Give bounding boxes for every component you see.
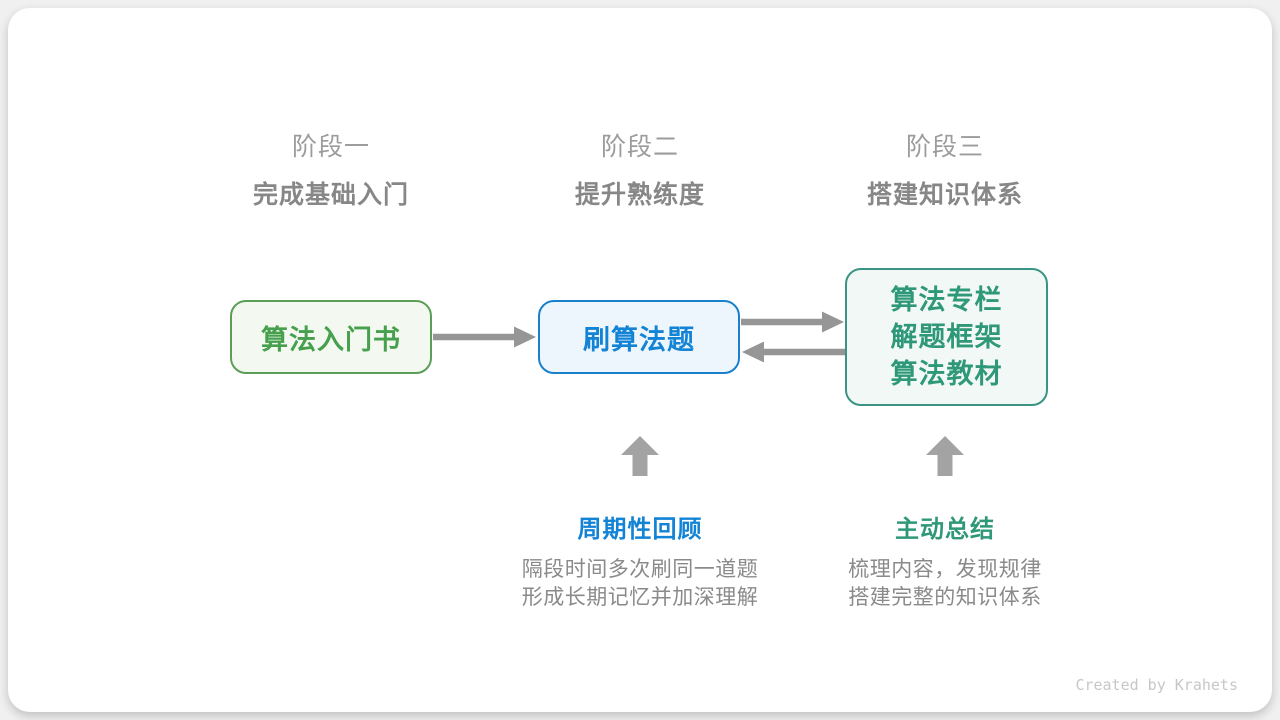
review-description-line-2: 形成长期记忆并加深理解 [521, 586, 759, 609]
review-title: 周期性回顾 [577, 516, 703, 543]
stage-3-label: 阶段三 [905, 133, 984, 161]
node-knowledge-line-3: 算法教材 [890, 358, 1003, 389]
node-knowledge-line-1: 算法专栏 [890, 284, 1003, 315]
flow-arrow-right-icon [433, 326, 536, 348]
stage-1-title: 完成基础入门 [252, 181, 409, 209]
node-intro-book-label: 算法入门书 [261, 324, 401, 355]
stage-2-label: 阶段二 [600, 133, 679, 161]
review-description: 隔段时间多次刷同一道题 形成长期记忆并加深理解 [490, 556, 790, 612]
summary-title: 主动总结 [895, 516, 995, 543]
summary-description-line-1: 梳理内容，发现规律 [848, 558, 1042, 581]
watermark-credit: Created by Krahets [1075, 676, 1238, 694]
summary-description: 梳理内容，发现规律 搭建完整的知识体系 [795, 556, 1095, 612]
flow-arrow-right-icon [741, 311, 844, 333]
node-intro-book: 算法入门书 [230, 300, 432, 374]
stage-3-title: 搭建知识体系 [866, 181, 1023, 209]
block-arrow-up-icon [926, 436, 964, 476]
stage-1-label: 阶段一 [291, 133, 370, 161]
node-practice: 刷算法题 [538, 300, 740, 374]
summary-description-line-2: 搭建完整的知识体系 [848, 586, 1042, 609]
node-knowledge: 算法专栏 解题框架 算法教材 [845, 268, 1048, 406]
flow-arrow-left-icon [742, 341, 845, 363]
review-description-line-1: 隔段时间多次刷同一道题 [521, 558, 759, 581]
node-practice-label: 刷算法题 [583, 324, 695, 355]
stage-2-title: 提升熟练度 [574, 181, 705, 209]
block-arrow-up-icon [621, 436, 659, 476]
node-knowledge-line-2: 解题框架 [890, 321, 1003, 352]
